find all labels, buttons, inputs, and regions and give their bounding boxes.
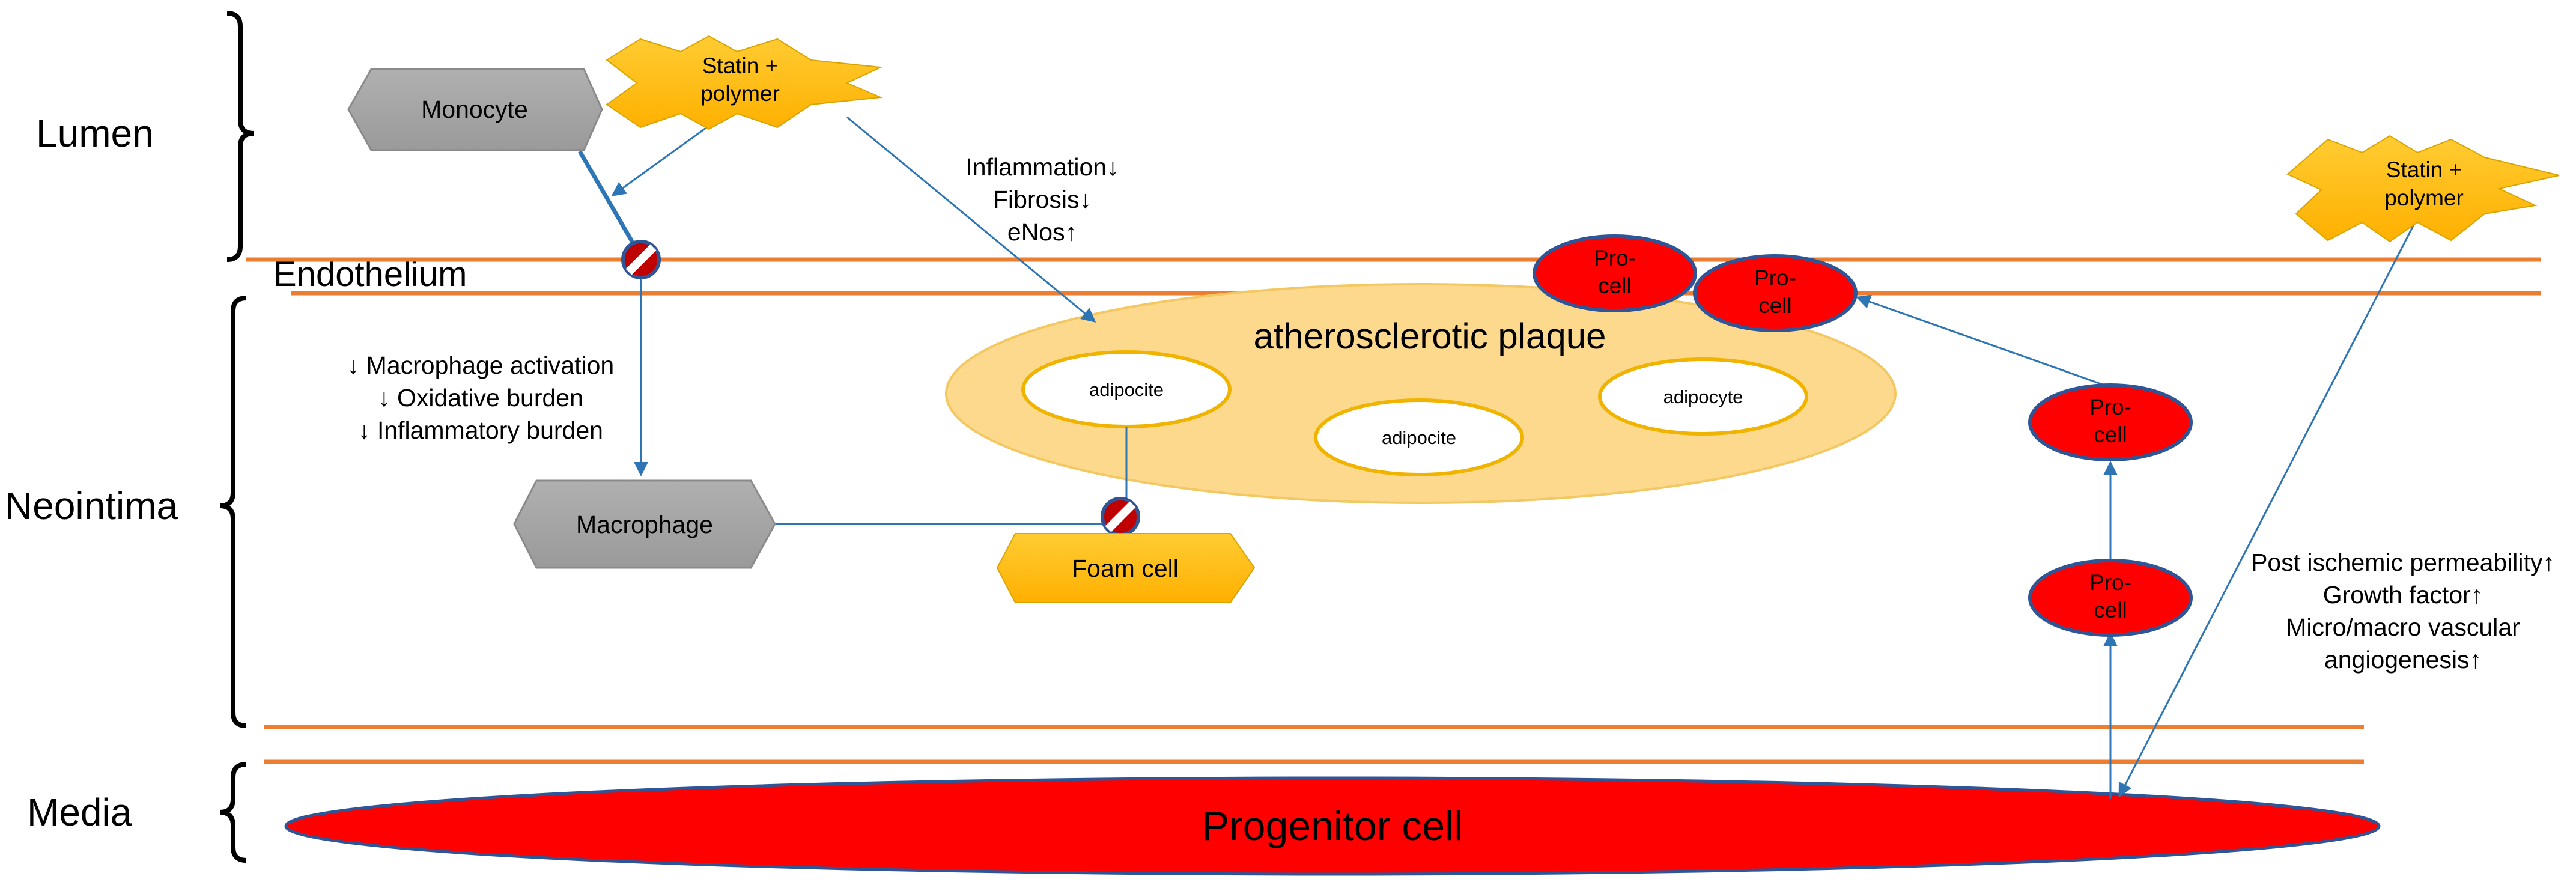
adipocite-label-1: adipocite	[1089, 379, 1164, 400]
inhibit-icon	[1101, 497, 1140, 537]
statin-polymer-star-right	[2286, 135, 2560, 243]
plaque-effects-annotation: Inflammation↓ Fibrosis↓ eNos↑	[965, 153, 1119, 246]
progenitor-effect-line: Micro/macro vascular	[2286, 613, 2520, 641]
procell-4-line2: cell	[2094, 598, 2127, 622]
foam-cell-label: Foam cell	[1072, 555, 1179, 582]
plaque-effect-line: Fibrosis↓	[993, 186, 1092, 213]
media-bracket	[219, 762, 247, 863]
procell-4-line1: Pro-	[2089, 570, 2131, 595]
macrophage-effect-line: ↓ Inflammatory burden	[358, 416, 603, 444]
statin-label-left-line2: polymer	[700, 81, 780, 106]
neointima-label: Neointima	[5, 484, 178, 528]
plaque-label: atherosclerotic plaque	[1253, 316, 1606, 356]
procell-node-4	[2028, 559, 2193, 637]
media-label: Media	[27, 791, 132, 834]
progenitor-effect-line: Post ischemic permeability↑	[2251, 549, 2555, 576]
statin-polymer-star-left	[606, 35, 883, 130]
procell-3-to-procell-2	[1856, 294, 2103, 386]
monocyte-to-endothelium	[577, 150, 638, 249]
statin-to-progenitor	[2118, 222, 2416, 798]
plaque-effect-line: Inflammation↓	[965, 153, 1119, 181]
adipocyte-node-3	[1598, 357, 1808, 436]
lumen-bracket	[226, 11, 254, 262]
progenitor-effects-annotation: Post ischemic permeability↑ Growth facto…	[2251, 549, 2555, 674]
statin-label-right-line1: Statin +	[2386, 157, 2462, 182]
statin-to-monocyte-path	[611, 116, 721, 196]
statin-to-plaque	[846, 116, 1096, 323]
progenitor-cell	[284, 776, 2381, 876]
procell-1-line2: cell	[1598, 273, 1632, 298]
macrophage-node	[513, 479, 776, 569]
procell-node-3	[2028, 383, 2193, 461]
progenitor-label: Progenitor cell	[1202, 803, 1463, 849]
progenitor-effect-line: Growth factor↑	[2323, 581, 2483, 609]
statin-label-left-line1: Statin +	[702, 53, 779, 78]
atherosclerotic-plaque	[945, 283, 1897, 504]
neointima-bracket	[219, 296, 247, 728]
monocyte-label: Monocyte	[421, 96, 528, 123]
macrophage-effect-line: ↓ Oxidative burden	[378, 384, 583, 412]
lumen-label: Lumen	[36, 112, 154, 155]
foam-cell-node	[996, 533, 1256, 603]
adipocite-node-2	[1314, 398, 1524, 476]
macrophage-label: Macrophage	[576, 511, 713, 538]
procell-node-2	[1693, 254, 1858, 332]
macrophage-effect-line: ↓ Macrophage activation	[347, 351, 614, 379]
procell-1-line1: Pro-	[1594, 246, 1636, 270]
procell-2-line2: cell	[1758, 293, 1792, 318]
statin-label-right-line2: polymer	[2384, 186, 2464, 210]
procell-3-line1: Pro-	[2089, 395, 2131, 419]
macrophage-effects-annotation: ↓ Macrophage activation ↓ Oxidative burd…	[347, 351, 614, 444]
procell-2-line1: Pro-	[1754, 266, 1796, 290]
inhibit-icon	[621, 240, 661, 279]
procell-node-1	[1533, 234, 1697, 312]
progenitor-effect-line: angiogenesis↑	[2324, 646, 2482, 674]
plaque-effect-line: eNos↑	[1007, 218, 1077, 246]
procell-3-line2: cell	[2094, 422, 2127, 447]
adipocite-label-2: adipocite	[1382, 427, 1456, 448]
monocyte-node	[347, 68, 603, 151]
adipocyte-label-3: adipocyte	[1663, 386, 1743, 407]
